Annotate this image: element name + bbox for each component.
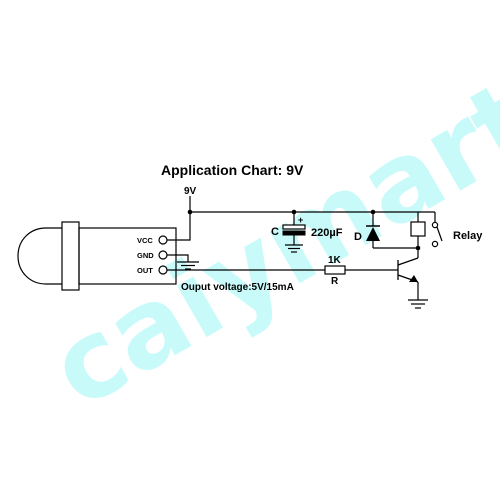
switch-contact-bottom — [431, 240, 439, 248]
pin-gnd-terminal — [158, 250, 168, 260]
supply-voltage-label: 9V — [184, 186, 197, 197]
cap-letter-label: C — [271, 226, 279, 238]
diode — [366, 225, 380, 241]
resistor-value-label: 1K — [328, 255, 342, 266]
diode-label: D — [354, 231, 362, 243]
wires — [167, 196, 436, 300]
resistor-letter-label: R — [331, 276, 339, 287]
output-voltage-note: Ouput voltage:5V/15mA — [181, 282, 294, 293]
switch-contact-top — [431, 221, 439, 229]
junction-diode — [370, 209, 376, 215]
pin-out-label: OUT — [137, 266, 153, 275]
pin-gnd-label: GND — [137, 251, 154, 260]
capacitor — [282, 224, 306, 253]
relay-switch — [431, 221, 443, 248]
cap-plate-positive — [282, 224, 306, 230]
pin-vcc-terminal — [158, 235, 168, 245]
diagram-title: Application Chart: 9V — [161, 162, 304, 178]
transistor-emitter-arrow — [409, 275, 418, 282]
transistor-collector — [397, 257, 419, 266]
pir-sensor — [17, 221, 177, 291]
watermark-text: caiymart — [31, 57, 500, 433]
junctions — [187, 209, 421, 251]
junction-cap — [291, 209, 297, 215]
gnd-wire — [167, 254, 189, 262]
sensor-housing — [78, 227, 177, 285]
sensor-ground-symbol — [177, 261, 199, 270]
pin-vcc-label: VCC — [137, 236, 153, 245]
resistor — [324, 265, 346, 275]
pin-out-terminal — [158, 265, 168, 275]
cap-polarity-mark: + — [298, 215, 303, 225]
cap-ground-symbol — [285, 244, 303, 253]
cap-value-label: 220µF — [311, 227, 343, 239]
sensor-dome — [17, 227, 62, 285]
vcc-wire — [167, 212, 191, 241]
junction-coil — [415, 245, 421, 251]
junction-supply — [187, 209, 193, 215]
sensor-collar — [61, 221, 80, 291]
relay-label: Relay — [453, 230, 483, 242]
cap-plate-negative — [282, 230, 306, 236]
switch-arm — [436, 226, 443, 242]
relay-coil — [410, 221, 426, 237]
emitter-ground-symbol — [408, 299, 428, 309]
watermark-logo: caiymart — [31, 57, 500, 433]
diode-triangle — [366, 227, 380, 241]
